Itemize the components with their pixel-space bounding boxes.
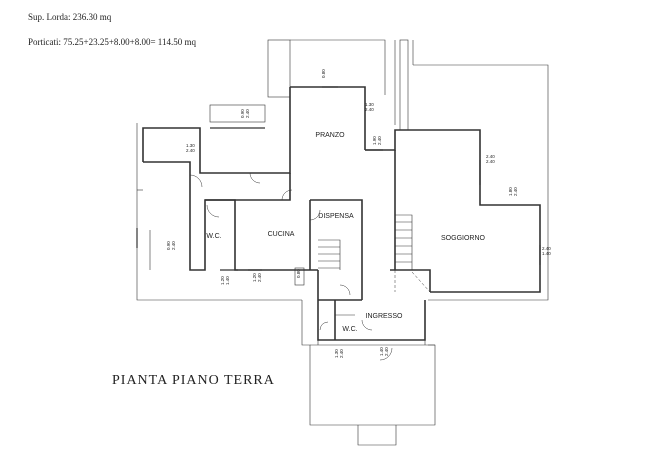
dimension-label: 1.201.40 — [220, 276, 230, 285]
room-label-wc-left: W.C. — [206, 233, 221, 240]
dimension-label: 0.80 — [296, 269, 301, 278]
plan-title: PIANTA PIANO TERRA — [112, 373, 275, 388]
room-label-ingresso: INGRESSO — [366, 313, 404, 320]
dimension-label: 1.302.40 — [334, 349, 344, 358]
room-label-cucina: CUCINA — [268, 231, 295, 238]
dimension-label: 1.402.40 — [379, 347, 389, 356]
gross-area-text: Sup. Lorda: 236.30 mq — [28, 12, 112, 22]
room-labels: PRANZO DISPENSA CUCINA SOGGIORNO INGRESS… — [206, 132, 485, 333]
dimension-label: 0.80 — [321, 69, 326, 78]
door-swings — [189, 172, 393, 361]
interior-details — [137, 39, 435, 346]
dimension-label: 0.902.40 — [240, 109, 250, 118]
staircase-lines — [318, 221, 431, 293]
dimension-label: 1.802.40 — [508, 187, 518, 196]
room-label-soggiorno: SOGGIORNO — [441, 235, 486, 242]
room-label-pranzo: PRANZO — [315, 132, 345, 139]
dimension-label: 0.902.40 — [166, 241, 176, 250]
room-label-dispensa: DISPENSA — [318, 213, 354, 220]
window-markers — [136, 86, 541, 271]
dimension-label: 1.902.40 — [372, 136, 382, 145]
dimension-label: 1.202.40 — [252, 273, 262, 282]
room-label-wc-bottom: W.C. — [342, 326, 357, 333]
porches-area-text: Porticati: 75.25+23.25+8.00+8.00= 114.50… — [28, 37, 196, 47]
